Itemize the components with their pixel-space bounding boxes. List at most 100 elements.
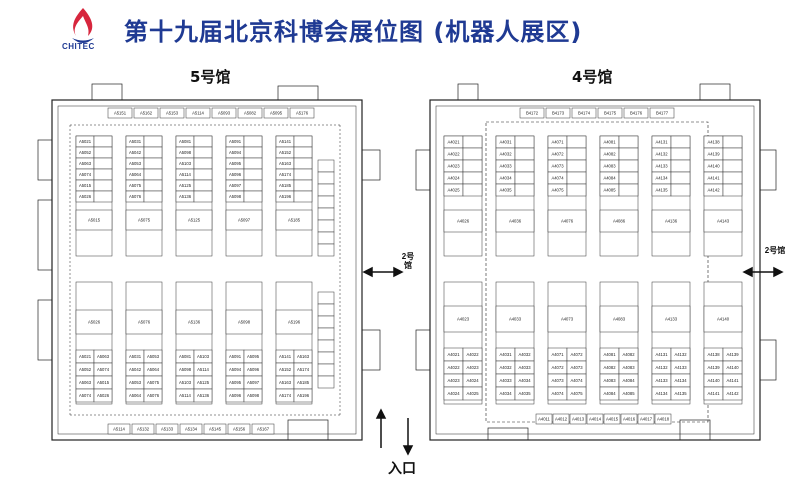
booth-label: A4023 bbox=[447, 163, 460, 168]
booth-label: A4084 bbox=[603, 391, 616, 396]
hall5-booth bbox=[193, 146, 213, 159]
booth-label: A5185 bbox=[288, 217, 301, 222]
booth-label: A5021 bbox=[79, 354, 92, 359]
passage-label-left: 2号馆 bbox=[401, 252, 415, 270]
booth-label: A5075 bbox=[147, 380, 160, 385]
booth-label: A5156 bbox=[233, 426, 246, 431]
booth-label: A4135 bbox=[674, 391, 687, 396]
booth-label: A5174 bbox=[279, 393, 292, 398]
booth-label: A5063 bbox=[79, 380, 92, 385]
booth-label: A5052 bbox=[79, 367, 92, 372]
hall4-top-booth bbox=[649, 107, 675, 119]
booth-label: A5114 bbox=[197, 367, 209, 372]
booth-label: A5074 bbox=[97, 367, 110, 372]
booth-label: A5097 bbox=[247, 380, 260, 385]
booth-label: A4142 bbox=[707, 187, 720, 192]
booth-label: A5098 bbox=[238, 319, 251, 324]
booth-label: A5074 bbox=[79, 393, 92, 398]
booth-label: A4072 bbox=[551, 365, 564, 370]
passage-arrows bbox=[362, 266, 784, 278]
booth-label: A4024 bbox=[447, 391, 460, 396]
hall5-booth bbox=[317, 363, 335, 377]
hall4-booth bbox=[618, 171, 639, 185]
hall4-bottom-booth bbox=[535, 413, 553, 425]
entrance-arrows bbox=[375, 408, 414, 456]
hall4-bottom-booth bbox=[620, 413, 638, 425]
hall4-booth bbox=[599, 305, 639, 333]
booth-label: A4073 bbox=[570, 365, 583, 370]
booth-label: A5185 bbox=[279, 183, 292, 188]
booth-label: A5075 bbox=[129, 183, 142, 188]
booth-label: A4134 bbox=[674, 378, 687, 383]
booth-label: A5096 bbox=[247, 367, 260, 372]
booth-label: A4074 bbox=[551, 175, 564, 180]
hall4-booth bbox=[514, 135, 535, 149]
hall5-booth bbox=[317, 303, 335, 317]
hall4-booth bbox=[670, 183, 691, 197]
hall4-bottom-booth bbox=[654, 413, 672, 425]
booth-label: A4033 bbox=[499, 163, 512, 168]
booth-label: A5076 bbox=[147, 393, 160, 398]
booth-label: A4133 bbox=[655, 163, 668, 168]
booth-label: A5153 bbox=[166, 110, 179, 115]
booth-label: A5141 bbox=[279, 354, 292, 359]
hall5-booth bbox=[317, 351, 335, 365]
booth-label: A4074 bbox=[570, 378, 583, 383]
booth-label: A4081 bbox=[603, 352, 616, 357]
booth-label: A4072 bbox=[551, 151, 564, 156]
booth-label: B4177 bbox=[656, 110, 669, 115]
booth-label: A4011 bbox=[538, 416, 550, 421]
hall4-booth bbox=[722, 159, 743, 173]
hall4-top-booth bbox=[519, 107, 545, 119]
booth-label: A5091 bbox=[229, 139, 242, 144]
booth-label: A4022 bbox=[466, 352, 479, 357]
booth-label: A5063 bbox=[79, 161, 92, 166]
hall5-booth bbox=[93, 157, 113, 170]
hall5-booth bbox=[243, 388, 263, 403]
hall5-booth bbox=[317, 339, 335, 353]
hall4-booth bbox=[703, 209, 743, 233]
booth-label: A5098 bbox=[247, 393, 260, 398]
hall4-booth bbox=[514, 183, 535, 197]
hall4-booth bbox=[651, 305, 691, 333]
booth-label: A4015 bbox=[606, 416, 619, 421]
booth-label: A4085 bbox=[622, 391, 635, 396]
hall4-booth bbox=[566, 171, 587, 185]
hall5-booth bbox=[93, 388, 113, 403]
hall5-booth bbox=[243, 157, 263, 170]
booth-label: A5063 bbox=[97, 354, 110, 359]
hall5-booth bbox=[193, 179, 213, 192]
booth-label: A4023 bbox=[447, 378, 460, 383]
booth-label: A4016 bbox=[623, 416, 636, 421]
hall5-booth bbox=[143, 168, 163, 181]
booth-label: A4134 bbox=[655, 175, 668, 180]
booth-label: A4140 bbox=[717, 316, 730, 321]
booth-label: A4034 bbox=[499, 175, 512, 180]
booth-label: A4072 bbox=[570, 352, 583, 357]
booth-label: A4132 bbox=[655, 151, 668, 156]
hall4-booth bbox=[514, 171, 535, 185]
hall5-top-booth bbox=[289, 107, 315, 119]
booth-label: A4082 bbox=[622, 352, 635, 357]
hall5-booth bbox=[243, 190, 263, 203]
booth-label: A5125 bbox=[179, 183, 192, 188]
hall5-booth bbox=[143, 146, 163, 159]
hall4-booth bbox=[495, 305, 535, 333]
hall4-booth bbox=[566, 159, 587, 173]
hall4-booth bbox=[514, 386, 535, 401]
hall5-booth bbox=[193, 190, 213, 203]
booth-label: B4172 bbox=[526, 110, 539, 115]
booth-label: A5174 bbox=[279, 172, 292, 177]
booth-label: A4141 bbox=[726, 378, 739, 383]
hall5-booth bbox=[275, 309, 313, 335]
booth-label: A5114 bbox=[192, 110, 204, 115]
hall5-booth bbox=[143, 190, 163, 203]
hall5-booth bbox=[225, 209, 263, 231]
booth-label: A5103 bbox=[179, 161, 192, 166]
booth-label: A5095 bbox=[229, 380, 242, 385]
booth-label: A5114 bbox=[179, 393, 191, 398]
booth-label: A5095 bbox=[270, 110, 283, 115]
booth-label: A4032 bbox=[499, 151, 512, 156]
booth-label: A5196 bbox=[279, 194, 292, 199]
booth-label: A4012 bbox=[555, 416, 568, 421]
